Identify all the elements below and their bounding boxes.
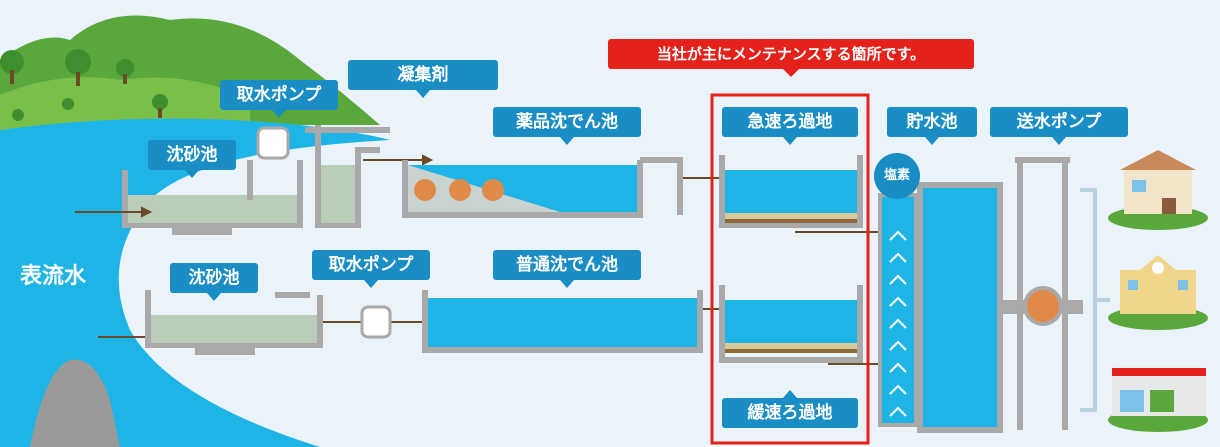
label-coagulant: 凝集剤 [348, 60, 498, 98]
slow-filter-tank [719, 285, 863, 363]
chlorine-channel [878, 193, 918, 427]
bubbles [889, 230, 907, 417]
normal-sed-tank [422, 290, 703, 353]
trees [0, 49, 168, 121]
label-intake-pump-top: 取水ポンプ [220, 80, 338, 118]
send-pump-frame [1015, 157, 1070, 430]
label-slow-filter: 緩速ろ過地 [722, 390, 858, 428]
maintenance-highlight-frame [710, 93, 870, 445]
river [0, 118, 390, 447]
label-sand-basin-bottom: 沈砂池 [170, 263, 258, 301]
chem-sed-tank [402, 157, 683, 218]
label-sand-basin-top: 沈砂池 [148, 140, 236, 178]
school-building [1108, 255, 1208, 330]
maintenance-banner: 当社が主にメンテナンスする箇所です。 [608, 39, 974, 77]
label-normal-sedimentation: 普通沈でん池 [493, 250, 641, 288]
label-send-pump: 送水ポンプ [990, 107, 1128, 145]
store-building [1108, 368, 1208, 432]
send-pump-wheel [1023, 286, 1063, 326]
reservoir-tank [917, 182, 1003, 433]
house-building [1108, 150, 1208, 230]
hill-front [0, 77, 250, 130]
intake-pump-bottom-body [360, 305, 392, 339]
chlorine-marker: 塩素 [874, 153, 920, 199]
river-label: 表流水 [20, 264, 87, 289]
label-intake-pump-bottom: 取水ポンプ [312, 250, 430, 288]
label-chemical-sedimentation: 薬品沈でん池 [493, 107, 641, 145]
label-reservoir: 貯水池 [887, 107, 977, 145]
rapid-filter-tank [719, 155, 863, 228]
rock [30, 359, 120, 447]
coagulant-tower [315, 125, 380, 228]
mixers [414, 179, 504, 201]
label-rapid-filter: 急速ろ過地 [722, 107, 858, 145]
intake-pump-top-body [256, 126, 290, 160]
